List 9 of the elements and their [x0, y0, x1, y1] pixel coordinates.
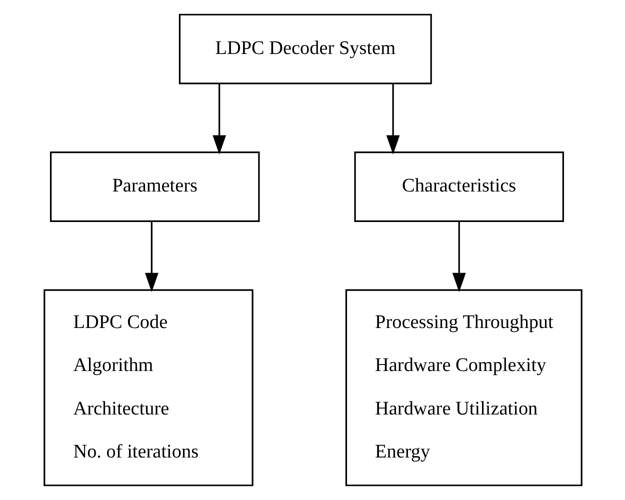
arrow — [386, 84, 400, 154]
arrow — [212, 84, 226, 154]
arrow — [452, 221, 466, 292]
node-box: Characteristics — [354, 152, 564, 222]
node-box: LDPC Decoder System — [178, 14, 432, 84]
arrow — [144, 221, 158, 292]
node-box: Parameters — [50, 152, 260, 222]
node-box: LDPC Code Algorithm Architecture No. of iterations — [43, 289, 253, 486]
node-box: Processing Throughput Hardware Complexity Hardware Utilization Energy — [344, 289, 582, 486]
